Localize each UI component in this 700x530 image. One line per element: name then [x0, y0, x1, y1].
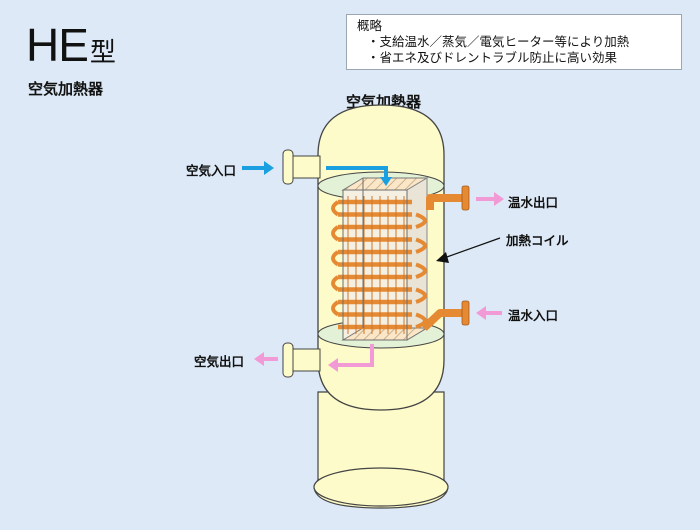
coil-return-bend: [415, 312, 427, 329]
air-outlet-arrow: [254, 344, 374, 372]
heating-coil-pointer: [436, 237, 501, 263]
coil-box-frame: [342, 178, 408, 341]
model-suffix: 型: [89, 37, 116, 67]
model-code: HE: [26, 19, 89, 71]
label-hot-water-outlet: 温水出口: [508, 195, 559, 210]
coil-return-bend: [415, 287, 427, 304]
label-air-outlet: 空気出口: [194, 354, 245, 369]
hot-water-outlet-arrow: [476, 192, 504, 206]
air-outlet-nozzle: [282, 342, 321, 378]
air-inlet-nozzle: [282, 149, 321, 185]
air-inlet-arrow: [242, 161, 392, 186]
label-heating-coil: 加熱コイル: [506, 233, 569, 248]
coil-return-bend: [415, 237, 427, 254]
coil-return-bend: [331, 300, 340, 317]
coil-return-bend: [331, 250, 340, 267]
coil-return-bend: [331, 200, 340, 217]
coil-return-bend: [331, 225, 340, 242]
summary-bullet-2: ・省エネ及びドレントラブル防止に高い効果: [367, 50, 618, 65]
coil-return-bend: [415, 262, 427, 279]
coil-return-bend: [331, 275, 340, 292]
vessel-base: [313, 391, 449, 509]
hot-water-inlet-arrow: [476, 306, 502, 320]
hot-water-outlet-pipe: [426, 185, 470, 211]
label-hot-water-inlet: 温水入口: [508, 308, 559, 323]
summary-heading: 概略: [357, 18, 383, 33]
hot-water-inlet-pipe: [421, 300, 470, 331]
product-name: 空気加熱器: [28, 80, 104, 98]
heating-coil-tubes: [331, 196, 427, 334]
summary-bullet-1: ・支給温水／蒸気／電気ヒーター等により加熱: [367, 34, 630, 49]
summary-box: 概略 ・支給温水／蒸気／電気ヒーター等により加熱 ・省エネ及びドレントラブル防止…: [346, 14, 682, 70]
model-title: HE型: [26, 19, 116, 71]
label-air-inlet: 空気入口: [186, 163, 237, 178]
coil-return-bend: [415, 212, 427, 229]
